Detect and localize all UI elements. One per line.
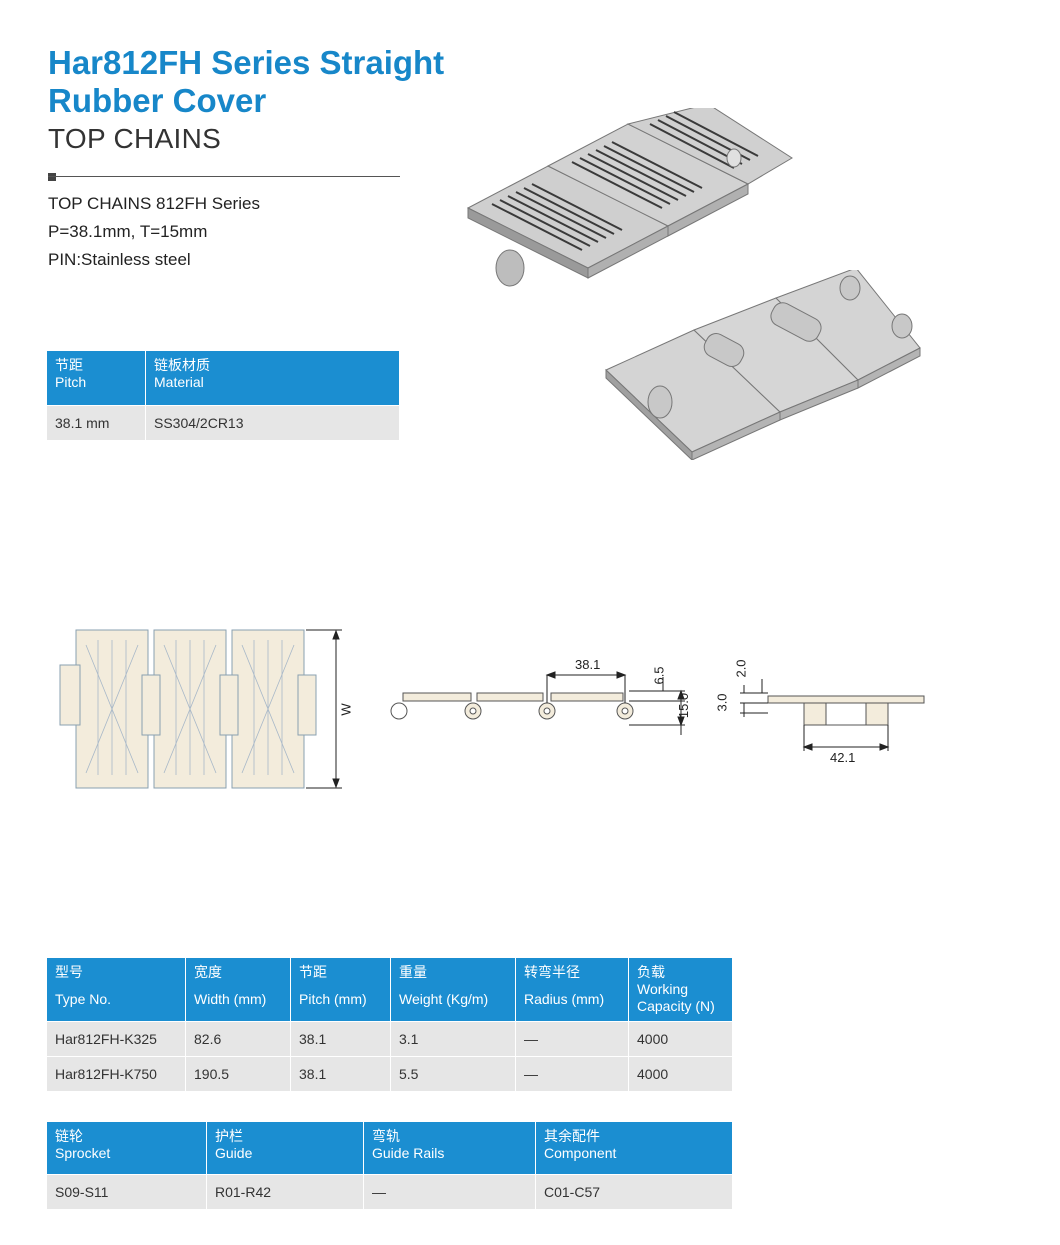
material-table: 节距 Pitch 链板材质 Material 38.1 mm SS304/2CR… <box>47 351 399 440</box>
chain-rubber-illustration <box>466 108 793 287</box>
cell-capacity: 4000 <box>628 1021 732 1057</box>
cell-weight: 3.1 <box>390 1021 516 1057</box>
cell-material: SS304/2CR13 <box>145 405 399 440</box>
header-material: 链板材质 Material <box>145 351 399 406</box>
page-title: Har812FH Series Straight Rubber Cover <box>48 44 445 119</box>
cell-component: C01-C57 <box>535 1174 732 1209</box>
cell-width: 190.5 <box>185 1056 291 1091</box>
table-row: Har812FH-K325 82.6 38.1 3.1 — 4000 <box>47 1021 732 1057</box>
cell-radius: — <box>515 1021 629 1057</box>
table-row: Har812FH-K750 190.5 38.1 5.5 — 4000 <box>47 1056 732 1091</box>
cell-sprocket: S09-S11 <box>47 1174 207 1209</box>
cell-type: Har812FH-K325 <box>47 1021 186 1057</box>
page-subtitle: TOP CHAINS <box>48 123 222 154</box>
cell-radius: — <box>515 1056 629 1091</box>
cell-guide: R01-R42 <box>206 1174 364 1209</box>
spec-list: TOP CHAINS 812FH Series P=38.1mm, T=15mm… <box>48 190 260 274</box>
end-view-drawing <box>740 679 925 751</box>
cell-width: 82.6 <box>185 1021 291 1057</box>
dim-2: 2.0 <box>733 659 749 678</box>
cell-pitch: 38.1 mm <box>47 405 146 440</box>
dim-42: 42.1 <box>830 750 856 765</box>
dim-15: 15.0 <box>676 692 692 719</box>
top-view-drawing <box>59 629 342 789</box>
spec-series: TOP CHAINS 812FH Series <box>48 194 260 213</box>
side-view-drawing <box>390 671 685 735</box>
dim-pitch: 38.1 <box>575 657 601 672</box>
width-label: W <box>338 703 354 716</box>
cell-capacity: 4000 <box>628 1056 732 1091</box>
cell-pitch: 38.1 <box>290 1056 391 1091</box>
cell-pitch: 38.1 <box>290 1021 391 1057</box>
table-row: 38.1 mm SS304/2CR13 <box>47 405 399 440</box>
dim-6-5: 6.5 <box>651 666 667 685</box>
cell-weight: 5.5 <box>390 1056 516 1091</box>
spec-pin: PIN:Stainless steel <box>48 250 191 269</box>
divider <box>48 176 400 177</box>
cell-type: Har812FH-K750 <box>47 1056 186 1091</box>
chain-plate-illustration <box>605 270 921 460</box>
table-row: S09-S11 R01-R42 — C01-C57 <box>47 1174 732 1209</box>
dim-3: 3.0 <box>714 693 730 712</box>
spec-pitch: P=38.1mm, T=15mm <box>48 222 208 241</box>
header-pitch: 节距 Pitch <box>47 351 146 406</box>
cell-guide-rails: — <box>363 1174 536 1209</box>
rule-marker <box>48 173 56 181</box>
